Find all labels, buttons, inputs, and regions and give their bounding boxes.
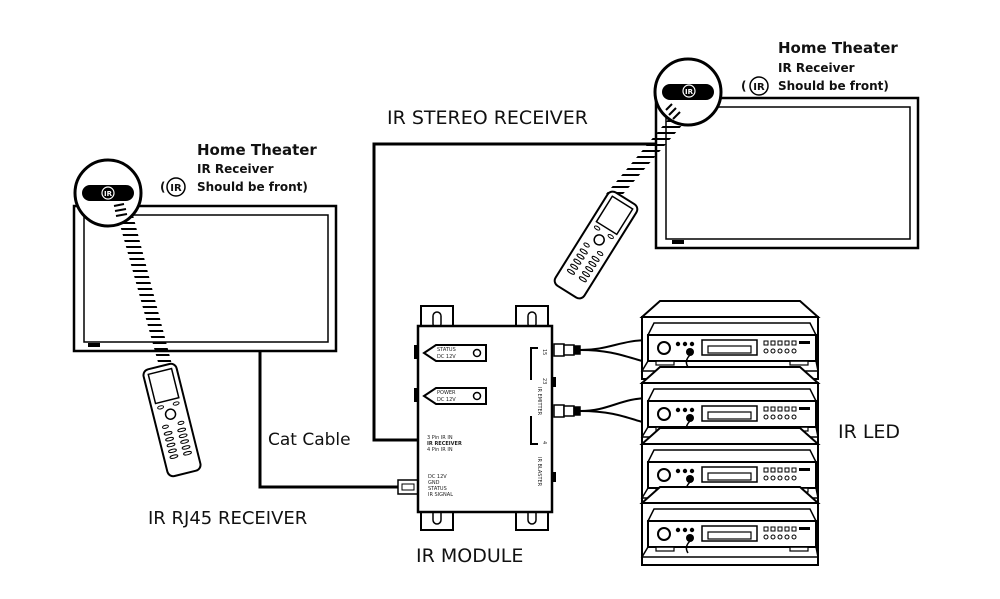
rj45-plug xyxy=(397,479,419,495)
right-remote-control-icon xyxy=(553,190,639,300)
right-callout-ir-badge: IR xyxy=(753,82,765,93)
emitter-number-4: 4 xyxy=(541,441,547,444)
stereo-receiver-cable xyxy=(372,142,656,442)
right-callout-ir-icon xyxy=(749,76,769,96)
left-ir-beam xyxy=(112,196,176,384)
ir-module-label: IR MODULE xyxy=(416,545,523,567)
right-tv-callout: Home Theater IR Receiver ( IR Should be … xyxy=(741,39,898,96)
rj45-pin-dc12v: DC 12V xyxy=(428,474,447,480)
ir-module: STATUS DC 12V POWER DC 12V 3 Pin IR IN I… xyxy=(414,305,556,531)
ir-stereo-receiver-label: IR STEREO RECEIVER xyxy=(387,107,588,129)
rack-device-4 xyxy=(641,486,819,566)
emitter-label: IR EMITTER xyxy=(536,387,542,416)
cat-cable xyxy=(258,351,398,489)
left-callout-ir-icon xyxy=(166,177,186,197)
left-ir-receiver-magnifier: IR xyxy=(73,158,143,228)
equipment-rack xyxy=(641,300,819,566)
emitter-number-23: 23 xyxy=(541,378,547,384)
left-remote-control-icon xyxy=(142,362,202,478)
receiver-port-line3: 4 Pin IR IN xyxy=(427,447,453,453)
power-tag-line2: DC 12V xyxy=(437,397,456,403)
receiver-port-line1: 3 Pin IR IN xyxy=(427,435,453,441)
left-callout-line3: Should be front) xyxy=(197,180,308,194)
ir-rj45-receiver-label: IR RJ45 RECEIVER xyxy=(148,508,307,529)
left-window-ir-badge: IR xyxy=(104,190,113,198)
right-callout-paren: ( xyxy=(741,79,746,93)
blaster-label: IR BLASTER xyxy=(536,457,542,487)
left-callout-paren: ( xyxy=(160,180,165,194)
power-tag-line1: POWER xyxy=(437,390,456,396)
right-window-ir-badge: IR xyxy=(685,88,694,96)
cables xyxy=(258,142,656,489)
status-tag-line1: STATUS xyxy=(437,347,456,353)
right-ir-beam xyxy=(606,110,690,200)
right-callout-line3: Should be front) xyxy=(778,79,889,93)
ir-led-label: IR LED xyxy=(838,421,900,443)
cat-cable-label: Cat Cable xyxy=(268,430,351,450)
status-tag-line2: DC 12V xyxy=(437,354,456,360)
right-ir-receiver-magnifier: IR xyxy=(653,57,723,127)
receiver-port-line2: IR RECEIVER xyxy=(427,441,462,447)
emitter-number-15: 15 xyxy=(541,349,547,355)
ir-emitter-jacks xyxy=(553,343,581,418)
rj45-pin-ir-signal: IR SIGNAL xyxy=(428,492,453,498)
left-tv xyxy=(72,204,338,353)
left-callout-ir-badge: IR xyxy=(170,183,182,194)
right-callout-title: Home Theater xyxy=(778,39,898,57)
left-callout-title: Home Theater xyxy=(197,141,317,159)
right-callout-line2: IR Receiver xyxy=(778,61,855,75)
rj45-pin-status: STATUS xyxy=(428,486,447,492)
left-callout-line2: IR Receiver xyxy=(197,162,274,176)
left-tv-callout: Home Theater IR Receiver ( IR Should be … xyxy=(160,141,317,197)
rj45-pin-gnd: GND xyxy=(428,480,440,486)
